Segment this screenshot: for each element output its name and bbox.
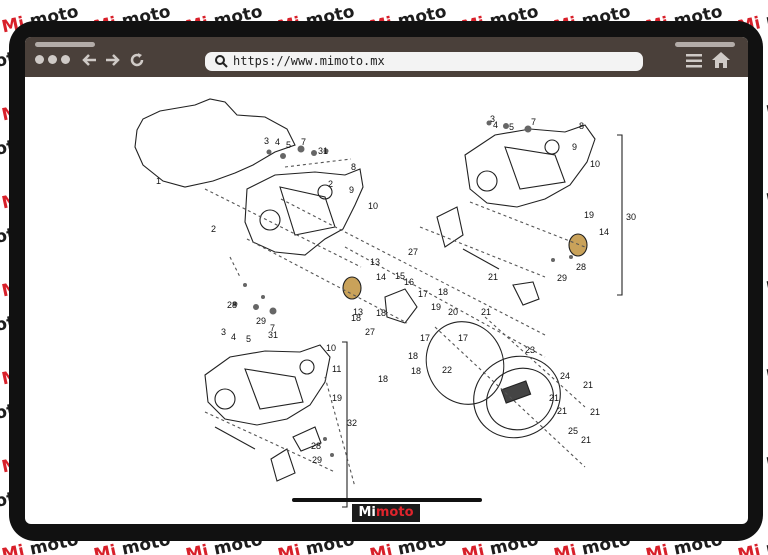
part-number-label: 21 bbox=[583, 380, 593, 390]
part-number-label: 21 bbox=[581, 435, 591, 445]
part-number-label: 10 bbox=[368, 201, 378, 211]
part-number-label: 18 bbox=[411, 366, 421, 376]
window-dot[interactable] bbox=[61, 55, 70, 64]
browser-screen: https://www.mimoto.mx bbox=[25, 37, 748, 524]
part-number-label: 17 bbox=[458, 333, 468, 343]
part-number-label: 28 bbox=[311, 441, 321, 451]
part-number-label: 10 bbox=[326, 343, 336, 353]
part-number-label: 14 bbox=[599, 227, 609, 237]
part-number-label: 4 bbox=[231, 332, 236, 342]
clutch-cover bbox=[473, 355, 561, 439]
part-number-label: 1 bbox=[156, 176, 161, 186]
pump-housing bbox=[384, 288, 418, 324]
part-number-label: 4 bbox=[493, 120, 498, 130]
part-number-label: 5 bbox=[509, 122, 514, 132]
window-dot[interactable] bbox=[35, 55, 44, 64]
home-icon[interactable] bbox=[711, 51, 731, 69]
crankcase-upper-right bbox=[464, 124, 596, 208]
part-number-label: 28 bbox=[576, 262, 586, 272]
part-number-label: 4 bbox=[275, 137, 280, 147]
url-text: https://www.mimoto.mx bbox=[233, 54, 385, 68]
group-bracket-30 bbox=[617, 134, 623, 296]
toolbar-decoration-right bbox=[675, 42, 735, 47]
part-number-label: 21 bbox=[557, 406, 567, 416]
part-number-label: 17 bbox=[418, 289, 428, 299]
forward-arrow-icon[interactable] bbox=[103, 51, 121, 69]
part-number-label: 3 bbox=[490, 114, 495, 124]
home-indicator-bar[interactable] bbox=[292, 498, 482, 502]
part-number-label: 21 bbox=[590, 407, 600, 417]
part-number-label: 19 bbox=[431, 302, 441, 312]
part-number-label: 23 bbox=[525, 345, 535, 355]
part-number-label: 10 bbox=[590, 159, 600, 169]
part-number-label: 2 bbox=[328, 179, 333, 189]
browser-toolbar: https://www.mimoto.mx bbox=[25, 37, 748, 77]
part-number-label: 15 bbox=[395, 271, 405, 281]
part-number-label: 3 bbox=[264, 136, 269, 146]
part-number-label: 25 bbox=[568, 426, 578, 436]
exploded-parts-diagram: 1223334445557778899101010111313141415161… bbox=[134, 98, 636, 508]
window-dots bbox=[35, 55, 70, 64]
back-arrow-icon[interactable] bbox=[81, 51, 99, 69]
part-number-label: 18 bbox=[408, 351, 418, 361]
gasket-outline bbox=[134, 98, 296, 188]
part-number-label: 8 bbox=[579, 121, 584, 131]
part-number-label: 5 bbox=[246, 334, 251, 344]
part-number-label: 19 bbox=[332, 393, 342, 403]
toolbar-decoration bbox=[35, 42, 95, 47]
part-number-label: 21 bbox=[488, 272, 498, 282]
footer-logo: Mimoto bbox=[352, 504, 420, 522]
crankcase-upper-middle bbox=[244, 168, 364, 256]
reload-icon[interactable] bbox=[128, 51, 146, 69]
part-number-label: 18 bbox=[438, 287, 448, 297]
part-number-label: 14 bbox=[376, 272, 386, 282]
menu-icon[interactable] bbox=[685, 53, 703, 69]
part-number-label: 7 bbox=[531, 117, 536, 127]
part-number-label: 24 bbox=[560, 371, 570, 381]
part-number-label: 29 bbox=[312, 455, 322, 465]
group-bracket-32 bbox=[342, 341, 348, 508]
part-number-label: 27 bbox=[408, 247, 418, 257]
part-number-label: 7 bbox=[270, 323, 275, 333]
cover-gasket bbox=[425, 321, 505, 405]
part-number-label: 21 bbox=[481, 307, 491, 317]
window-dot[interactable] bbox=[48, 55, 57, 64]
part-number-label: 32 bbox=[347, 418, 357, 428]
part-number-label: 9 bbox=[572, 142, 577, 152]
part-number-label: 21 bbox=[549, 393, 559, 403]
part-number-label: 2 bbox=[211, 224, 216, 234]
part-number-label: 13 bbox=[353, 307, 363, 317]
part-number-label: 18 bbox=[376, 308, 386, 318]
part-number-label: 16 bbox=[404, 277, 414, 287]
part-number-label: 8 bbox=[351, 162, 356, 172]
part-number-labels: 1223334445557778899101010111313141415161… bbox=[156, 114, 636, 465]
part-number-label: 19 bbox=[584, 210, 594, 220]
part-number-label: 31 bbox=[318, 146, 328, 156]
part-number-label: 18 bbox=[378, 374, 388, 384]
part-number-label: 29 bbox=[557, 273, 567, 283]
part-number-label: 28 bbox=[227, 300, 237, 310]
part-number-label: 30 bbox=[626, 212, 636, 222]
crankcase-lower-left bbox=[204, 344, 331, 426]
part-number-label: 22 bbox=[442, 365, 452, 375]
part-number-label: 7 bbox=[301, 137, 306, 147]
part-number-label: 9 bbox=[349, 185, 354, 195]
part-number-label: 13 bbox=[370, 257, 380, 267]
search-icon bbox=[215, 55, 228, 68]
part-number-label: 5 bbox=[286, 140, 291, 150]
part-number-label: 29 bbox=[256, 316, 266, 326]
part-number-label: 18 bbox=[351, 313, 361, 323]
part-number-label: 17 bbox=[420, 333, 430, 343]
part-number-label: 3 bbox=[221, 327, 226, 337]
part-number-label: 27 bbox=[365, 327, 375, 337]
part-number-label: 11 bbox=[332, 364, 341, 374]
address-bar[interactable]: https://www.mimoto.mx bbox=[205, 52, 643, 71]
part-number-label: 31 bbox=[268, 330, 278, 340]
part-number-label: 20 bbox=[448, 307, 458, 317]
